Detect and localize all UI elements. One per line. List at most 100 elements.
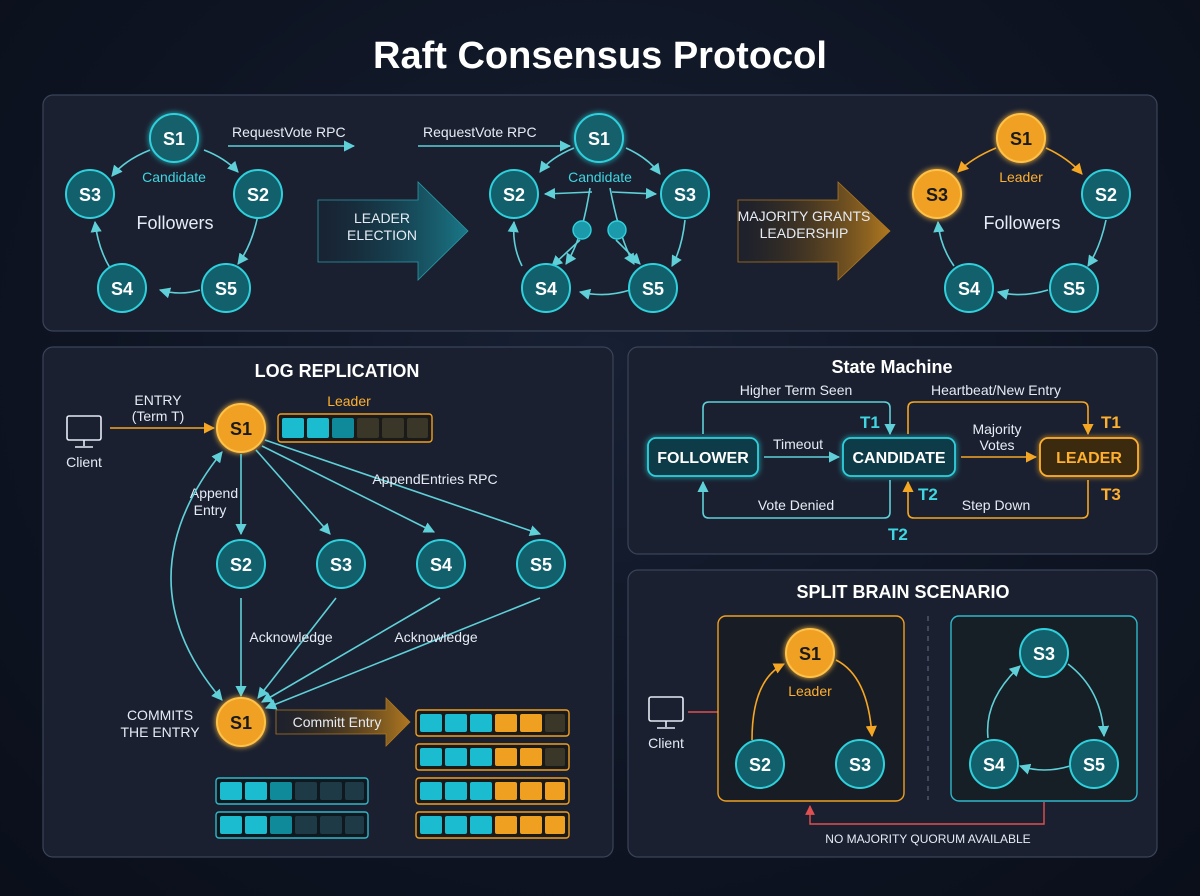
log-leader-s1	[216, 403, 266, 453]
log-leader-label: Leader	[327, 393, 371, 409]
split-node-s1	[785, 628, 835, 678]
commits-line1: COMMITS	[127, 707, 193, 723]
arrow2-line2: LEADERSHIP	[760, 225, 849, 241]
node-s5	[201, 263, 251, 313]
timeout-label: Timeout	[773, 436, 823, 452]
committed-log-strip-4	[415, 811, 570, 839]
append-line2: Entry	[194, 502, 227, 518]
log-follower-s2-label: S2	[230, 555, 252, 575]
followers-label-2: Followers	[983, 213, 1060, 233]
split-node-s3	[835, 739, 885, 789]
t2-label-b: T2	[888, 525, 908, 544]
split-client-label: Client	[648, 735, 684, 751]
state-follower	[647, 437, 759, 477]
heartbeat-label: Heartbeat/New Entry	[931, 382, 1061, 398]
vote-token-2	[607, 220, 627, 240]
state-candidate	[842, 437, 956, 477]
state-machine-header: State Machine	[831, 357, 952, 377]
leader-election-arrow: LEADER ELECTION	[317, 181, 469, 281]
node-s2-b-label: S2	[503, 185, 525, 205]
node-s5-b-label: S5	[642, 279, 664, 299]
node-s1-c-label: S1	[1010, 129, 1032, 149]
node-s2-label: S2	[247, 185, 269, 205]
node-s5-c-label: S5	[1063, 279, 1085, 299]
node-s3	[65, 169, 115, 219]
election-panel	[42, 94, 1158, 332]
node-s2-b	[489, 169, 539, 219]
election-group-candidate: RequestVote RPC S1 Candidate S2 S3 S4 S5	[418, 113, 710, 313]
quorum-label: NO MAJORITY QUORUM AVAILABLE	[825, 832, 1030, 846]
page-title: Raft Consensus Protocol	[373, 35, 827, 77]
rpc-label-1: RequestVote RPC	[232, 124, 346, 140]
leader-label-1: Leader	[999, 169, 1043, 185]
split-leader-label: Leader	[788, 683, 832, 699]
rpc-label-2: RequestVote RPC	[423, 124, 537, 140]
log-follower-s5-label: S5	[530, 555, 552, 575]
node-s1	[149, 113, 199, 163]
candidate-label-1: Candidate	[142, 169, 206, 185]
election-group-followers: RequestVote RPC S1 Candidate S3 S2 S4 S5…	[65, 113, 356, 313]
local-log-strip-2	[215, 811, 369, 839]
node-s1-b	[574, 113, 624, 163]
log-follower-s3	[316, 539, 366, 589]
log-follower-s4-label: S4	[430, 555, 452, 575]
majority-line1: Majority	[972, 421, 1021, 437]
arrow1-line2: ELECTION	[347, 227, 417, 243]
node-s3-label: S3	[79, 185, 101, 205]
node-s1-c	[996, 113, 1046, 163]
node-s2-c-label: S2	[1095, 185, 1117, 205]
split-node-s5	[1069, 739, 1119, 789]
node-s1-b-label: S1	[588, 129, 610, 149]
arrow2-line1: MAJORITY GRANTS	[738, 208, 871, 224]
log-leader-s1-label: S1	[230, 419, 252, 439]
commit-s1	[216, 697, 266, 747]
log-replication-header: LOG REPLICATION	[255, 361, 420, 381]
node-s1-label: S1	[163, 129, 185, 149]
higher-term-label: Higher Term Seen	[740, 382, 853, 398]
vote-token-1	[572, 220, 592, 240]
leader-log-strip	[277, 413, 433, 443]
t1-label-b: T1	[1101, 413, 1121, 432]
client-monitor-icon	[66, 415, 102, 448]
commit-arrow-label: Committ Entry	[293, 714, 382, 730]
node-s2	[233, 169, 283, 219]
node-s4-b-label: S4	[535, 279, 557, 299]
split-client-monitor-icon	[648, 696, 684, 729]
node-s4	[97, 263, 147, 313]
log-follower-s5	[516, 539, 566, 589]
vote-denied-label: Vote Denied	[758, 497, 834, 513]
split-node-s3-label: S3	[849, 755, 871, 775]
election-group-leader: S1 Leader S3 S2 S4 S5 Followers	[912, 113, 1131, 313]
node-s3-b	[660, 169, 710, 219]
log-follower-s4	[416, 539, 466, 589]
entry-line1: ENTRY	[134, 392, 182, 408]
node-s2-c	[1081, 169, 1131, 219]
split-node-s2	[735, 739, 785, 789]
split-node-s3-right-label: S3	[1033, 644, 1055, 664]
append-rpc-label: AppendEntries RPC	[372, 471, 497, 487]
committed-log-strip-2	[415, 743, 570, 771]
ack-label-1: Acknowledge	[249, 629, 332, 645]
split-brain-header: SPLIT BRAIN SCENARIO	[796, 582, 1009, 602]
split-node-s3-right	[1019, 628, 1069, 678]
t3-label: T3	[1101, 485, 1121, 504]
commit-s1-label: S1	[230, 713, 252, 733]
state-leader	[1039, 437, 1139, 477]
split-node-s5-label: S5	[1083, 755, 1105, 775]
node-s4-b	[521, 263, 571, 313]
client-label: Client	[66, 454, 102, 470]
node-s5-c	[1049, 263, 1099, 313]
arrow1-line1: LEADER	[354, 210, 410, 226]
ack-label-2: Acknowledge	[394, 629, 477, 645]
split-node-s1-label: S1	[799, 644, 821, 664]
split-node-s4-label: S4	[983, 755, 1005, 775]
majority-line2: Votes	[979, 437, 1014, 453]
node-s3-c-label: S3	[926, 185, 948, 205]
state-follower-label: FOLLOWER	[657, 450, 749, 467]
node-s3-b-label: S3	[674, 185, 696, 205]
commit-entry-arrow: Committ Entry	[275, 697, 411, 747]
followers-label-1: Followers	[136, 213, 213, 233]
node-s3-c	[912, 169, 962, 219]
